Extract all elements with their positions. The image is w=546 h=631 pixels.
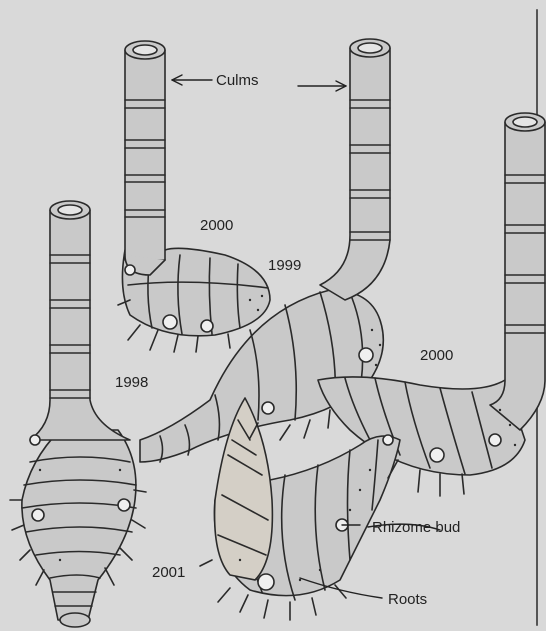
year-label-shoot-2001: 2001 — [152, 565, 185, 580]
year-label-culm-1999: 1999 — [268, 258, 301, 273]
culm-2000-right — [490, 113, 545, 430]
label-roots: Roots — [388, 592, 427, 607]
year-label-culm-1998: 1998 — [115, 375, 148, 390]
year-label-culm-2000-left: 2000 — [200, 218, 233, 233]
culm-2000-left — [125, 41, 165, 275]
culm-1999 — [320, 39, 390, 300]
label-culms: Culms — [216, 73, 259, 88]
label-rhizome-bud: Rhizome bud — [372, 520, 460, 535]
year-label-culm-2000-right: 2000 — [420, 348, 453, 363]
culm-1998 — [30, 201, 130, 440]
rhizome-1998-tip — [60, 613, 90, 627]
